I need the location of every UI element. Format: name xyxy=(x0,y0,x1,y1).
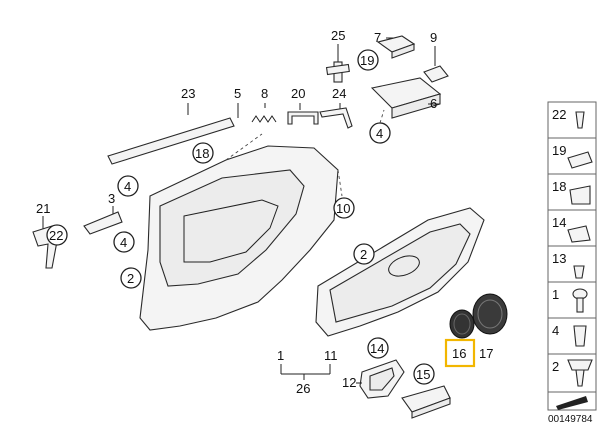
callout-20: 20 xyxy=(291,86,305,101)
arrow-icon xyxy=(556,396,588,410)
legend-label-1: 1 xyxy=(552,287,559,302)
callout-11: 11 xyxy=(324,348,338,363)
callout-22: 22 xyxy=(49,228,63,243)
callout-15: 15 xyxy=(416,367,430,382)
callout-19-circle xyxy=(357,49,379,71)
callout-1: 1 xyxy=(277,348,284,363)
part-23-strip xyxy=(107,103,235,165)
callout-4-b: 4 xyxy=(120,235,127,250)
callout-5: 5 xyxy=(234,86,241,101)
callout-9: 9 xyxy=(430,30,437,45)
callout-4-circle-b xyxy=(113,231,135,253)
callout-23: 23 xyxy=(181,86,195,101)
legend-label-4: 4 xyxy=(552,323,559,338)
part-16-grille xyxy=(449,309,475,339)
legend-label-19: 19 xyxy=(552,143,566,158)
callout-3: 3 xyxy=(108,191,115,206)
callout-12: 12 xyxy=(342,375,356,390)
part-9-cap xyxy=(423,46,449,83)
doc-id: 00149784 xyxy=(548,414,593,425)
callout-14: 14 xyxy=(370,341,384,356)
callout-2-a: 2 xyxy=(127,271,134,286)
callout-14-circle xyxy=(367,337,389,359)
callout-10: 10 xyxy=(336,201,350,216)
legend-label-2: 2 xyxy=(552,359,559,374)
callout-22-circle xyxy=(46,224,68,246)
callout-10-circle xyxy=(333,197,355,219)
callout-4-circle-a xyxy=(117,175,139,197)
callout-7: 7 xyxy=(374,30,381,45)
callout-21: 21 xyxy=(36,201,50,216)
callout-4-a: 4 xyxy=(124,179,131,194)
legend-label-22: 22 xyxy=(552,107,566,122)
legend-cell-13 xyxy=(547,245,597,283)
callout-19: 19 xyxy=(360,53,374,68)
part-11-cover xyxy=(315,207,485,337)
callout-15-circle xyxy=(413,363,435,385)
legend-cell-1 xyxy=(547,281,597,319)
part-12-handle xyxy=(359,359,405,399)
callout-16-highlight[interactable] xyxy=(444,338,476,368)
callout-8: 8 xyxy=(261,86,268,101)
callout-4-top: 4 xyxy=(376,126,383,141)
callout-6: 6 xyxy=(430,96,437,111)
legend-label-18: 18 xyxy=(552,179,566,194)
legend-label-14: 14 xyxy=(552,215,566,230)
callout-2-b: 2 xyxy=(360,247,367,262)
legend-label-13: 13 xyxy=(552,251,566,266)
part-8-spring xyxy=(251,103,277,123)
callout-26: 26 xyxy=(296,381,310,396)
callout-16: 16 xyxy=(452,346,466,361)
callout-24: 24 xyxy=(332,86,346,101)
part-17-grille xyxy=(472,293,508,335)
legend-cell-22 xyxy=(547,101,597,139)
callout-18: 18 xyxy=(195,146,209,161)
callout-2-circle-b xyxy=(353,243,375,265)
legend-column: 22 19 18 14 13 1 4 2 xyxy=(547,101,597,411)
callout-17: 17 xyxy=(479,346,493,361)
legend-cell-4 xyxy=(547,317,597,355)
part-25-bolt xyxy=(325,44,350,83)
part-3-bracket xyxy=(83,211,123,235)
callout-2-circle-a xyxy=(120,267,142,289)
part-20-bracket xyxy=(287,103,319,125)
part-24-bracket xyxy=(319,103,353,129)
part-1-trim-panel xyxy=(139,133,343,331)
callout-25: 25 xyxy=(331,28,345,43)
part-7-clip xyxy=(376,35,416,59)
part-6-bracket xyxy=(370,77,442,119)
part-15-cover xyxy=(401,385,451,419)
callout-18-circle xyxy=(192,142,214,164)
